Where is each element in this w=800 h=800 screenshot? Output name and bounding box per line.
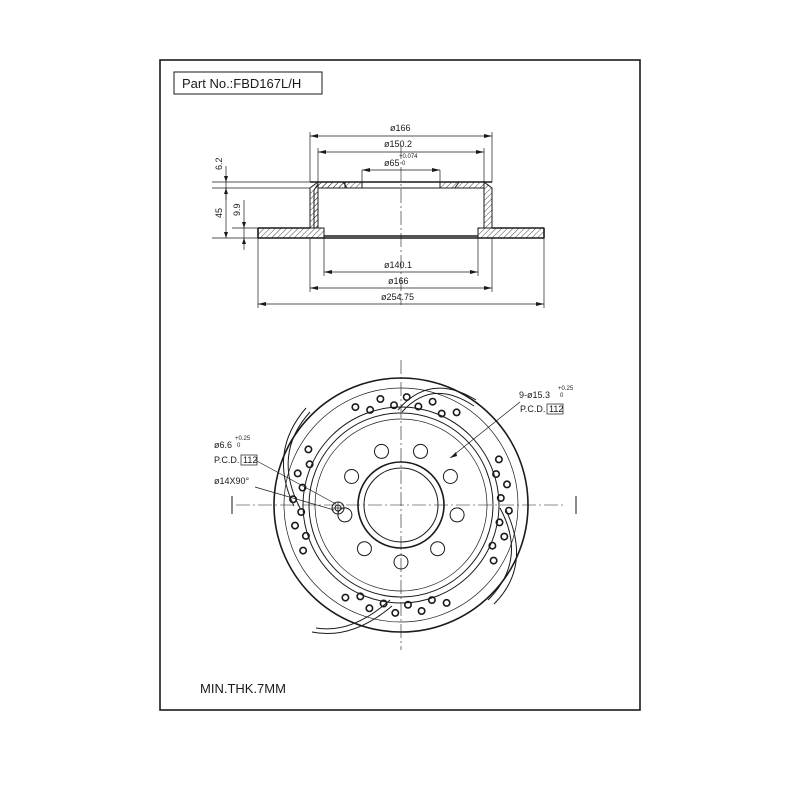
drill-hole	[489, 556, 498, 565]
rotor-outer-edge	[273, 377, 529, 633]
drill-hole	[500, 532, 509, 541]
drill-hole	[290, 521, 299, 530]
min-thickness-note: MIN.THK.7MM	[200, 681, 286, 696]
dim-outer: ø254.75	[381, 292, 414, 302]
hat-inner-ring	[314, 418, 488, 592]
bolt-hole	[413, 443, 428, 459]
drill-hole	[427, 596, 436, 605]
drill-hole	[301, 531, 310, 540]
pin-hole-tol-lower: 0	[237, 443, 241, 449]
rotor-chamfer-ring	[283, 387, 519, 623]
bolt-hole	[449, 507, 465, 523]
slot	[397, 387, 477, 411]
pin-hole-label: ø6.6	[214, 440, 232, 450]
slot	[287, 411, 311, 509]
drill-hole	[403, 600, 412, 609]
drill-hole	[452, 408, 461, 417]
bolt-hole-tol-upper: +0.25	[558, 386, 574, 392]
section-hat-right	[483, 181, 493, 229]
bore-outer-ring	[357, 461, 445, 549]
bolt-hole	[344, 469, 360, 484]
bolt-hole	[430, 541, 446, 557]
section-hat-left	[309, 181, 346, 229]
section-top-right	[439, 181, 485, 189]
bolt-hole	[337, 507, 353, 523]
drill-hole	[305, 460, 314, 469]
chamfer-label: ø14X90°	[214, 476, 250, 486]
drill-hole	[304, 445, 313, 454]
drill-hole	[366, 405, 375, 414]
bolt-hole	[374, 443, 389, 459]
drill-hole	[389, 401, 398, 410]
section-flange-right	[477, 227, 545, 239]
bolt-hole	[356, 541, 372, 557]
bolt-pcd-box	[546, 403, 564, 415]
pin-pcd-box	[240, 454, 258, 466]
drill-hole	[414, 402, 423, 411]
section-top-left	[317, 181, 363, 189]
pin-pcd-value: 112	[243, 455, 257, 465]
bolt-hole	[393, 554, 409, 570]
drill-hole	[504, 506, 513, 515]
part-number-box	[173, 71, 323, 95]
chamfer-leader	[254, 486, 335, 511]
dim-top-outer: ø166	[390, 123, 411, 133]
dim-height-3: 9.9	[232, 203, 242, 216]
drill-hole	[442, 598, 451, 607]
drill-hole	[379, 599, 388, 608]
bolt-hole-leader	[449, 401, 521, 459]
pin-hole-tol-upper: +0.25	[235, 436, 251, 442]
dim-top-mid: ø150.2	[384, 139, 412, 149]
drill-hole	[341, 593, 350, 602]
dim-hat: ø166	[388, 276, 409, 286]
drill-hole	[402, 393, 411, 402]
drill-hole	[297, 507, 306, 516]
section-view: ø166 ø150.2 ø65 +0.074 0 ø140.1 ø166	[212, 123, 545, 308]
drill-hole	[293, 469, 302, 478]
drill-hole-group	[289, 393, 513, 617]
bore-ring	[363, 467, 439, 543]
drill-hole	[502, 480, 511, 489]
drill-hole	[496, 493, 505, 502]
face-view: 9-ø15.3 +0.25 0 P.C.D. 112 ø6.6 +0.25 0 …	[214, 360, 577, 650]
drill-hole	[492, 470, 501, 479]
dim-inner: ø140.1	[384, 260, 412, 270]
bolt-pcd-label: P.C.D.	[520, 404, 545, 414]
drill-hole	[351, 403, 360, 412]
dim-height-1: 6.2	[214, 157, 224, 170]
drill-hole	[417, 606, 426, 615]
bolt-hole-label: 9-ø15.3	[519, 390, 550, 400]
drill-hole	[495, 518, 504, 527]
hat-outer-ring	[308, 412, 494, 598]
drill-hole	[376, 394, 385, 403]
drill-hole	[356, 592, 365, 601]
slot	[487, 507, 512, 601]
dim-bore: ø65	[384, 158, 400, 168]
bolt-hole-group	[337, 443, 465, 570]
pin-pcd-label: P.C.D.	[214, 455, 239, 465]
drawing-frame	[159, 59, 641, 711]
slot	[311, 605, 393, 635]
dim-bore-tol-lower: 0	[402, 161, 406, 167]
drill-hole	[391, 608, 400, 617]
bolt-hole	[442, 469, 458, 484]
pin-hole-leader	[254, 459, 337, 505]
drill-hole	[365, 604, 374, 613]
drill-hole	[494, 455, 503, 464]
dim-height-2: 45	[214, 208, 224, 218]
drill-hole	[299, 546, 308, 555]
drill-hole	[428, 397, 437, 406]
bolt-pcd-value: 112	[549, 404, 563, 414]
dim-bore-tol-upper: +0.074	[399, 154, 418, 160]
drill-hole	[488, 541, 497, 550]
drill-hole	[437, 409, 446, 418]
part-number: Part No.:FBD167L/H	[182, 76, 301, 91]
bolt-hole-tol-lower: 0	[560, 393, 564, 399]
